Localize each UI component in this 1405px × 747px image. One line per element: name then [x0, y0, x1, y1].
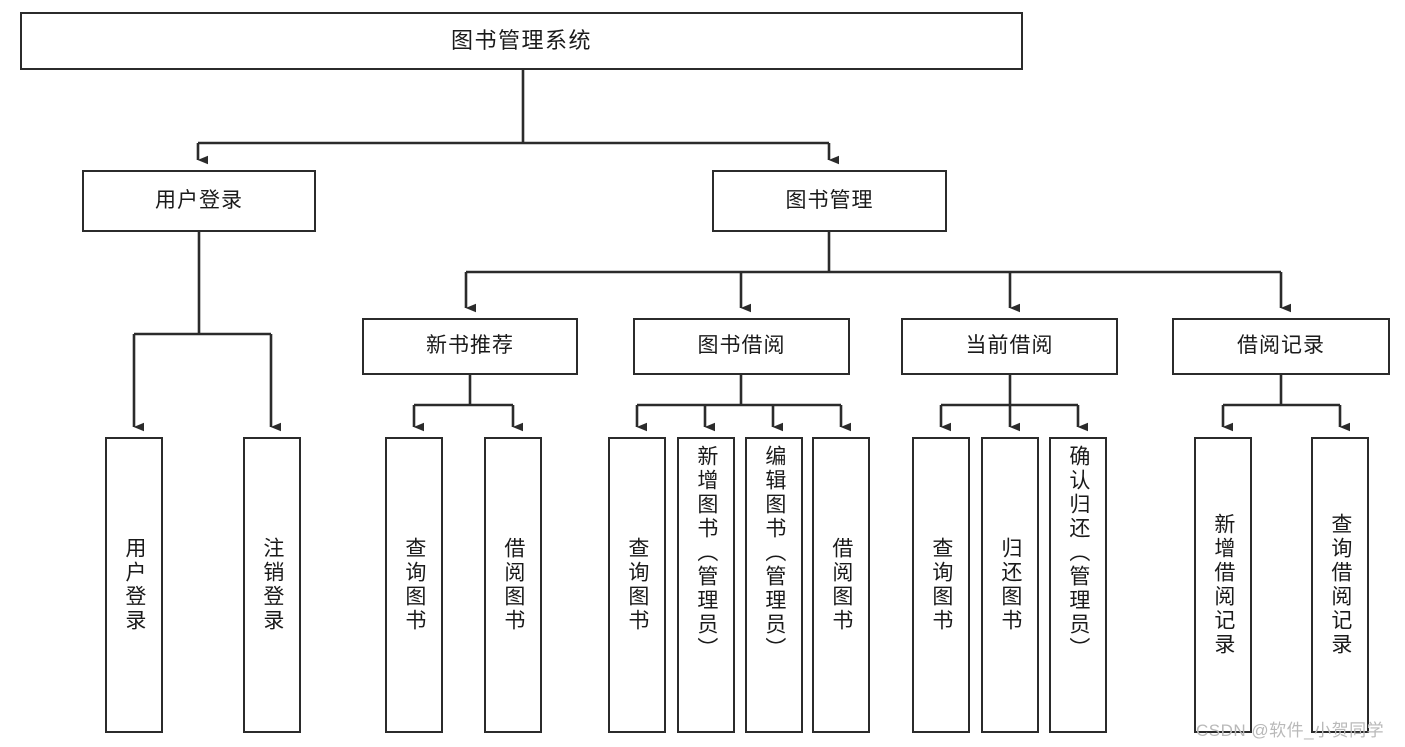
node-label: 图书管理 [785, 188, 874, 212]
node-label: 新书推荐 [426, 334, 514, 358]
leaf-query-book-borrow[interactable]: 查询图书 [608, 437, 666, 733]
node-label: 新增借阅记录 [1211, 513, 1235, 657]
node-label: 查询图书 [929, 537, 953, 633]
leaf-add-borrow-record[interactable]: 新增借阅记录 [1194, 437, 1252, 733]
node-label: 图书借阅 [697, 334, 786, 358]
node-label: 图书管理系统 [450, 28, 592, 54]
node-label: 用户登录 [155, 188, 243, 212]
node-user-login[interactable]: 用户登录 [82, 170, 316, 232]
leaf-query-book-recommend[interactable]: 查询图书 [385, 437, 443, 733]
leaf-confirm-return-admin[interactable]: 确认归还（管理员） [1049, 437, 1107, 733]
leaf-user-login[interactable]: 用户登录 [105, 437, 163, 733]
node-book-management[interactable]: 图书管理 [712, 170, 947, 232]
node-root-book-management-system[interactable]: 图书管理系统 [20, 12, 1023, 70]
leaf-add-book-admin[interactable]: 新增图书（管理员） [677, 437, 735, 733]
node-label: 归还图书 [998, 537, 1022, 633]
node-label: 借阅记录 [1237, 334, 1325, 358]
node-label: 查询图书 [625, 537, 649, 633]
node-label: 借阅图书 [829, 537, 853, 633]
node-book-borrow[interactable]: 图书借阅 [633, 318, 850, 375]
leaf-borrow-book-borrow[interactable]: 借阅图书 [812, 437, 870, 733]
node-label: 查询图书 [402, 537, 426, 633]
leaf-return-book[interactable]: 归还图书 [981, 437, 1039, 733]
node-label: 用户登录 [122, 537, 146, 633]
node-new-book-recommend[interactable]: 新书推荐 [362, 318, 578, 375]
leaf-query-borrow-record[interactable]: 查询借阅记录 [1311, 437, 1369, 733]
node-borrow-record[interactable]: 借阅记录 [1172, 318, 1390, 375]
node-label: 借阅图书 [501, 537, 525, 633]
node-current-borrow[interactable]: 当前借阅 [901, 318, 1118, 375]
leaf-query-book-current[interactable]: 查询图书 [912, 437, 970, 733]
leaf-borrow-book-recommend[interactable]: 借阅图书 [484, 437, 542, 733]
node-label: 编辑图书（管理员） [762, 445, 786, 661]
node-label: 当前借阅 [965, 334, 1054, 358]
node-label: 确认归还（管理员） [1066, 445, 1090, 661]
csdn-watermark: CSDN @软件_小贺同学 [1196, 721, 1385, 740]
node-label: 查询借阅记录 [1328, 513, 1352, 657]
leaf-logout-login[interactable]: 注销登录 [243, 437, 301, 733]
node-label: 新增图书（管理员） [694, 445, 718, 661]
node-label: 注销登录 [260, 537, 284, 633]
leaf-edit-book-admin[interactable]: 编辑图书（管理员） [745, 437, 803, 733]
